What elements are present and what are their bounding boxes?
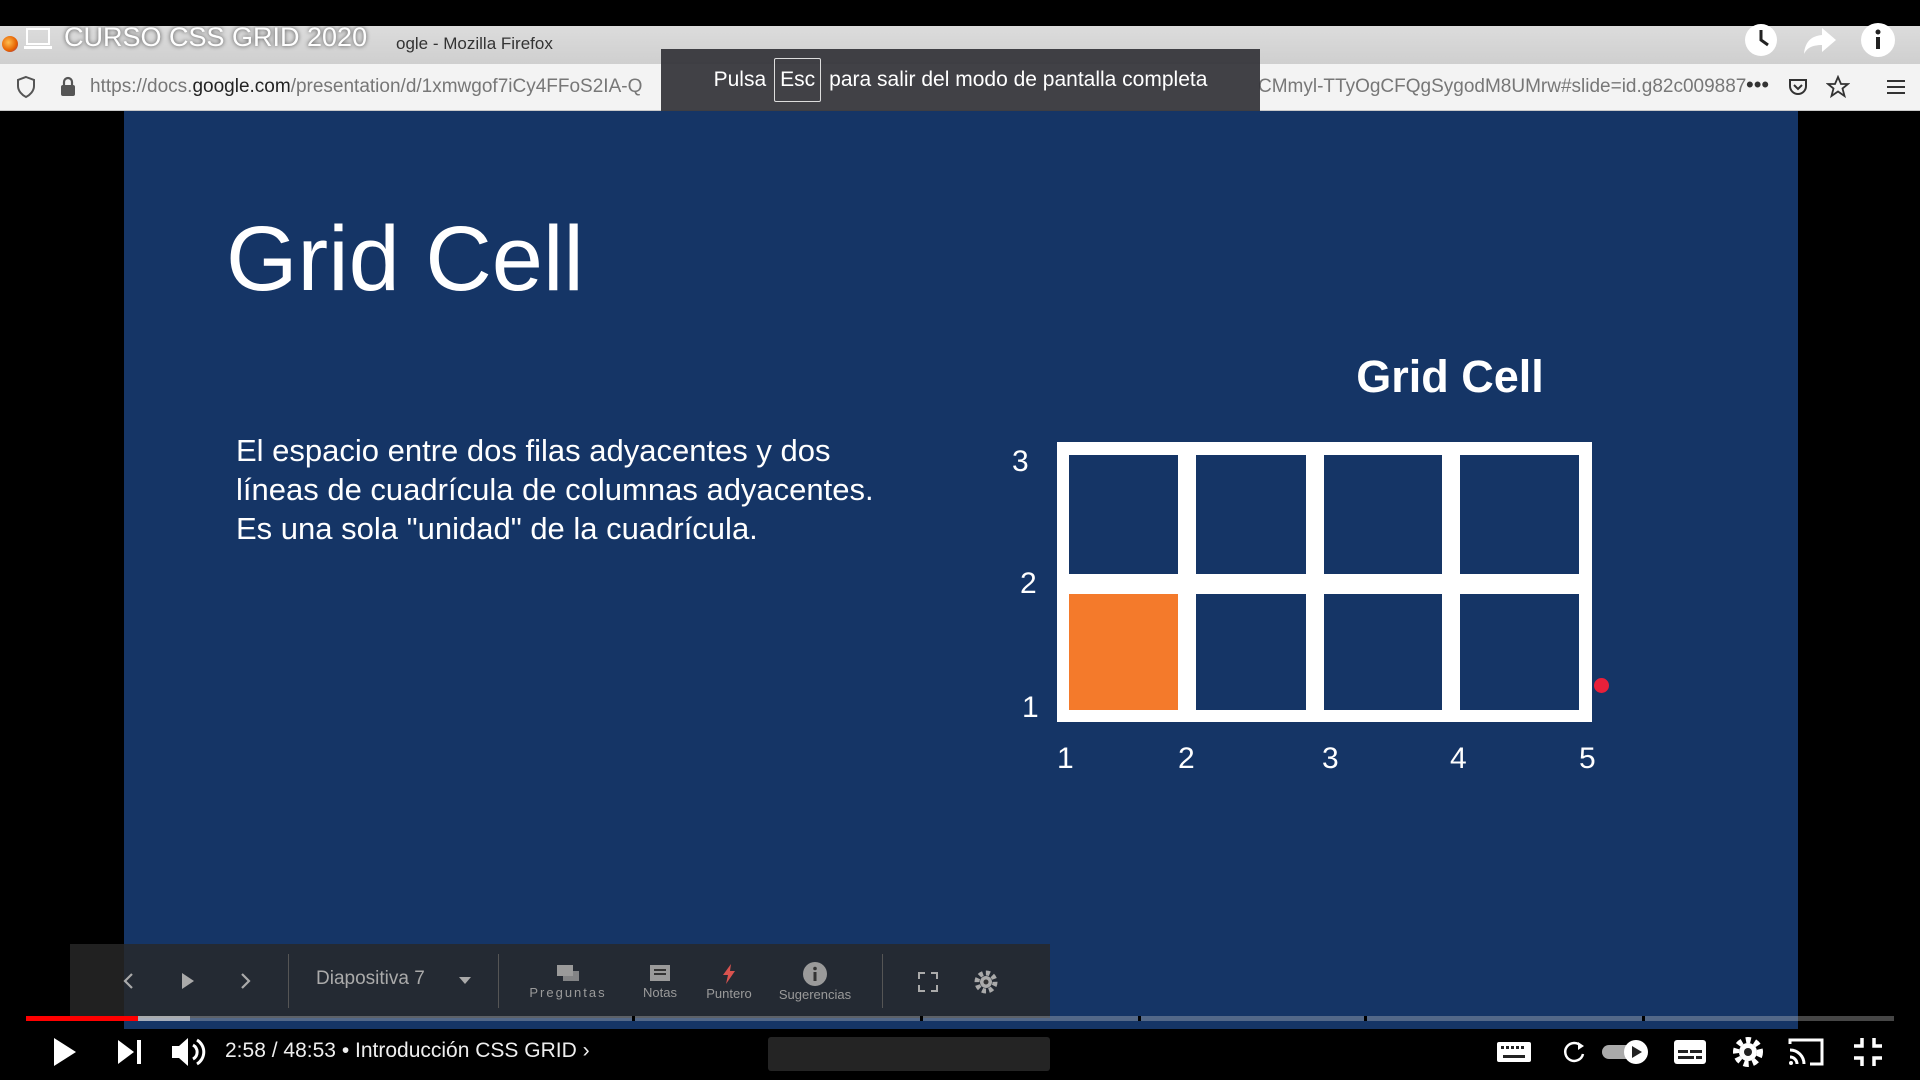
column-line-label-5: 5 [1579,742,1596,775]
column-line-label-4: 4 [1450,742,1467,775]
settings-gear-icon[interactable] [1728,1032,1768,1072]
play-icon[interactable] [44,1032,84,1072]
exit-fullscreen-icon[interactable] [1848,1032,1888,1072]
dropdown-caret-icon[interactable] [458,976,472,986]
row-line-label-2: 2 [1020,567,1037,600]
letterbox-right [1798,111,1920,1080]
firefox-logo-icon [2,36,18,52]
autoplay-toggle[interactable] [1600,1038,1652,1066]
laser-pointer-icon [723,963,735,984]
esc-key-hint: Esc [774,58,822,102]
slide-selector[interactable]: Diapositiva 7 [316,968,425,989]
settings-gear-icon[interactable] [972,968,1000,996]
watch-later-icon[interactable] [1741,20,1781,60]
grid-lines [1057,442,1592,722]
share-icon[interactable] [1800,20,1840,60]
presentation-slide: Grid Cell El espacio entre dos filas ady… [124,111,1798,1029]
subtitles-icon[interactable] [1670,1032,1710,1072]
pocket-icon[interactable] [1786,75,1810,99]
previous-slide-icon[interactable] [118,970,140,992]
firefox-window-title: ogle - Mozilla Firefox [396,34,553,53]
keyboard-icon[interactable] [1494,1032,1534,1072]
row-line-label-3: 3 [1012,445,1029,478]
slides-presenter-toolbar: Diapositiva 7 Preguntas Notas Puntero Su… [70,944,1050,1018]
notes-icon [650,964,670,981]
time-display: 2:58 / 48:53 • Introducción CSS GRID › [225,1039,590,1062]
row-line-label-1: 1 [1022,691,1039,724]
diagram-title: Grid Cell [1356,351,1544,402]
video-progress-bar[interactable] [26,1016,1894,1021]
played-progress [26,1016,139,1021]
background-toolbar-ghost [768,1037,1050,1071]
column-line-label-2: 2 [1178,742,1195,775]
url-text[interactable]: https://docs.google.com/presentation/d/1… [90,76,643,97]
page-actions-button[interactable]: ••• [1746,72,1770,97]
info-icon[interactable] [1858,20,1898,60]
bookmark-star-icon[interactable] [1826,75,1850,99]
chat-bubbles-icon [557,964,579,981]
next-slide-icon[interactable] [234,970,256,992]
pointer-button[interactable]: Puntero [698,944,760,1018]
volume-icon[interactable] [168,1032,208,1072]
slide-title: Grid Cell [226,208,584,310]
url-text-tail[interactable]: CMmyl-TTyOgCFQgSygodM8UMrw#slide=id.g82c… [1258,76,1747,97]
play-slides-icon[interactable] [176,970,198,992]
notes-button[interactable]: Notas [630,944,690,1018]
slide-body-text: El espacio entre dos filas adyacentes y … [236,433,874,546]
letterbox-left [0,111,124,1080]
laptop-icon [24,28,52,49]
suggestions-button[interactable]: Sugerencias [770,944,860,1018]
chapter-title[interactable]: • Introducción CSS GRID › [341,1039,590,1062]
loop-icon[interactable] [1554,1032,1594,1072]
lock-icon[interactable] [56,75,80,99]
next-video-icon[interactable] [110,1032,150,1072]
fullscreen-icon[interactable] [916,970,940,994]
video-title[interactable]: CURSO CSS GRID 2020 [64,22,368,52]
column-line-label-1: 1 [1057,742,1074,775]
cast-icon[interactable] [1786,1032,1826,1072]
youtube-player-controls: 2:58 / 48:53 • Introducción CSS GRID › [0,1024,1920,1080]
shield-icon[interactable] [14,75,38,99]
hamburger-menu-icon[interactable] [1884,75,1908,99]
fullscreen-exit-toast: Pulsa Esc para salir del modo de pantall… [661,49,1260,111]
column-line-label-3: 3 [1322,742,1339,775]
info-icon [803,961,827,986]
questions-button[interactable]: Preguntas [522,944,614,1018]
laser-pointer-dot [1594,678,1609,693]
